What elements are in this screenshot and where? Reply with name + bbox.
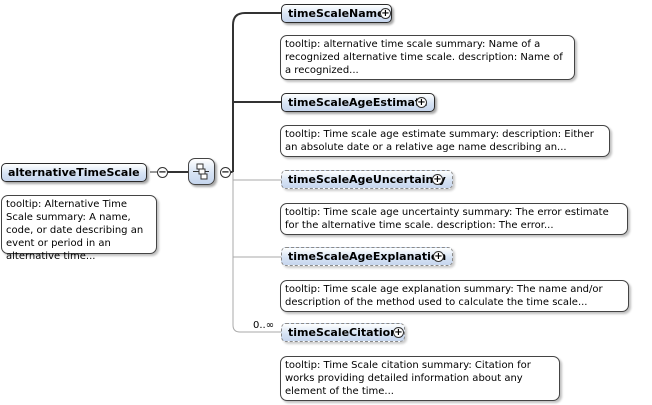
- tooltip-timeScaleName: tooltip: alternative time scale summary:…: [280, 35, 575, 80]
- occurrence-label: 0..∞: [253, 320, 275, 331]
- tooltip-timeScaleAgeUncertainty: tooltip: Time scale age uncertainty summ…: [280, 203, 628, 235]
- expand-toggle-timeScaleAgeExplanation[interactable]: +: [433, 251, 444, 262]
- root-element-alternativeTimeScale[interactable]: alternativeTimeScale: [1, 163, 147, 182]
- expand-toggle-timeScaleAgeEstimate[interactable]: +: [416, 97, 427, 108]
- tooltip-timeScaleAgeExplanation: tooltip: Time scale age explanation summ…: [280, 280, 629, 312]
- expand-toggle-timeScaleAgeUncertainty[interactable]: +: [432, 174, 443, 185]
- child-element-timeScaleAgeExplanation[interactable]: timeScaleAgeExplanation: [281, 247, 454, 266]
- child-element-timeScaleName[interactable]: timeScaleName: [281, 4, 392, 23]
- expand-toggle-timeScaleName[interactable]: +: [380, 8, 391, 19]
- sequence-collapse-toggle[interactable]: −: [220, 167, 231, 178]
- child-element-timeScaleAgeUncertainty[interactable]: timeScaleAgeUncertainty: [281, 170, 453, 189]
- tooltip-timeScaleAgeEstimate: tooltip: Time scale age estimate summary…: [280, 125, 610, 157]
- expand-toggle-timeScaleCitation[interactable]: +: [393, 327, 404, 338]
- root-collapse-toggle[interactable]: −: [157, 167, 168, 178]
- sequence-compositor[interactable]: [188, 158, 215, 185]
- tooltip-timeScaleCitation: tooltip: Time Scale citation summary: Ci…: [280, 356, 560, 401]
- child-element-timeScaleAgeEstimate[interactable]: timeScaleAgeEstimate: [281, 93, 435, 112]
- child-element-timeScaleCitation[interactable]: timeScaleCitation: [281, 323, 405, 342]
- root-tooltip: tooltip: Alternative Time Scale summary:…: [1, 195, 157, 262]
- sequence-compositor-icon: [193, 163, 209, 180]
